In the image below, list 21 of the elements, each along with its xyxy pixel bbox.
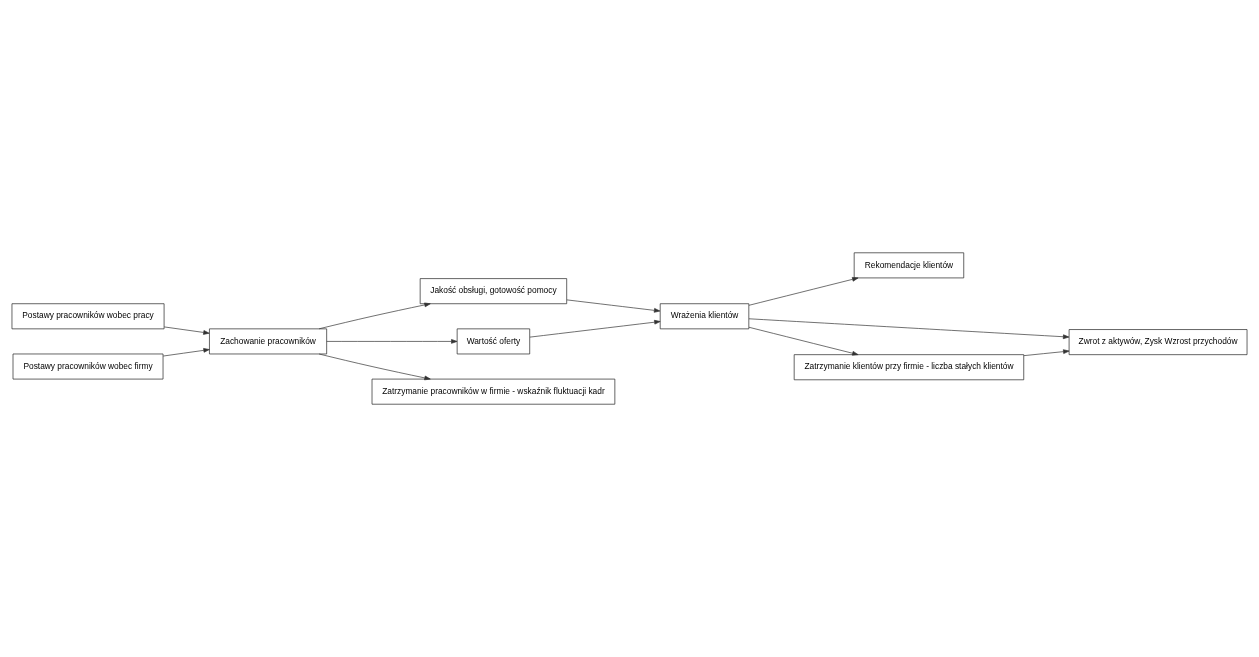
arrow	[748, 318, 1070, 340]
arrow	[326, 339, 458, 344]
arrow	[162, 348, 210, 357]
node-box: Rekomendacje klientów	[853, 252, 965, 279]
node-box: Wrażenia klientów	[659, 303, 750, 330]
node-box: Zatrzymanie klientów przy firmie - liczba stałych klientów	[793, 354, 1025, 381]
arrow	[1023, 349, 1070, 356]
node-box: Zatrzymanie pracowników w firmie - wskaźnik fluktuacji kadr	[371, 378, 616, 405]
node-box: Wartość oferty	[456, 328, 531, 355]
arrow	[748, 277, 859, 306]
node-box: Postawy pracowników wobec firmy	[12, 353, 164, 380]
arrow	[566, 299, 661, 313]
arrow	[529, 319, 661, 338]
arrow	[163, 326, 210, 335]
node-box: Postawy pracowników wobec pracy	[11, 303, 165, 330]
arrow	[318, 353, 431, 381]
node-box: Zwrot z aktywów, Zysk Wzrost przychodów	[1068, 329, 1248, 356]
arrow	[318, 302, 431, 330]
arrow	[748, 326, 859, 356]
node-box: Jakość obsługi, gotowość pomocy	[419, 278, 568, 305]
node-box: Zachowanie pracowników	[209, 328, 327, 355]
